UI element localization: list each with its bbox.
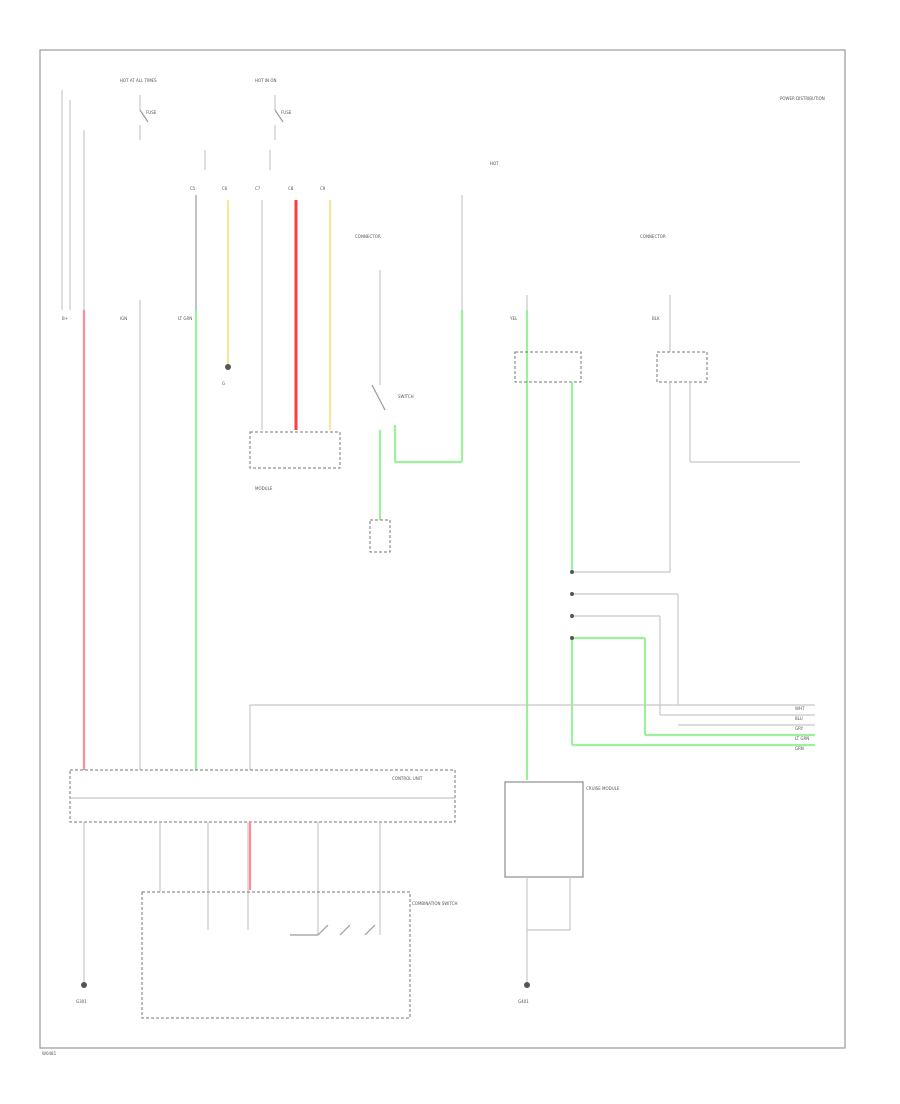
relay-box-2 bbox=[656, 351, 708, 383]
svg-text:C8: C8 bbox=[288, 186, 294, 191]
combination-switch-label: COMBINATION SWITCH bbox=[412, 901, 457, 906]
svg-text:GRY: GRY bbox=[795, 726, 804, 731]
fuse-mid: FUSE bbox=[274, 95, 292, 140]
center-module-label: MODULE bbox=[255, 486, 273, 491]
brake-switch-label: SWITCH bbox=[398, 394, 414, 399]
center-module-box bbox=[249, 431, 341, 469]
svg-text:LT GRN: LT GRN bbox=[795, 736, 809, 741]
ground-left-label: G301 bbox=[76, 999, 87, 1004]
ground-right-label: G401 bbox=[518, 999, 529, 1004]
combination-switch-box bbox=[141, 891, 411, 1019]
control-unit-box bbox=[69, 769, 456, 823]
label-power-distribution: POWER DISTRIBUTION bbox=[780, 96, 825, 101]
svg-text:BLK: BLK bbox=[652, 316, 660, 321]
svg-text:YEL: YEL bbox=[509, 316, 518, 321]
footer-code: W0481 bbox=[42, 1051, 57, 1056]
fuse-left: FUSE bbox=[139, 95, 157, 140]
svg-text:C9: C9 bbox=[320, 186, 326, 191]
svg-text:BLU: BLU bbox=[795, 716, 803, 721]
svg-text:WHT: WHT bbox=[795, 706, 805, 711]
label-connector-mid: CONNECTOR bbox=[355, 234, 381, 239]
svg-text:C7: C7 bbox=[255, 186, 261, 191]
cruise-module-box bbox=[504, 781, 584, 878]
svg-text:G: G bbox=[222, 381, 225, 386]
label-hot-mid: HOT bbox=[490, 161, 499, 166]
control-unit-label: CONTROL UNIT bbox=[392, 776, 423, 781]
cruise-module-label: CRUISE MODULE bbox=[586, 786, 620, 791]
svg-text:B+: B+ bbox=[62, 316, 68, 321]
fuse-left-label: FUSE bbox=[146, 110, 157, 115]
svg-text:LT GRN: LT GRN bbox=[178, 316, 192, 321]
relay-box-1 bbox=[514, 351, 582, 383]
diagram-frame bbox=[39, 49, 846, 1049]
fuse-mid-label: FUSE bbox=[281, 110, 292, 115]
svg-text:C5: C5 bbox=[190, 186, 196, 191]
svg-text:IGN: IGN bbox=[120, 316, 127, 321]
svg-text:C6: C6 bbox=[222, 186, 228, 191]
label-hot-in-on: HOT IN ON bbox=[255, 78, 276, 83]
svg-text:GRN: GRN bbox=[795, 746, 804, 751]
label-connector-right: CONNECTOR bbox=[640, 234, 666, 239]
label-hot-at-all-times: HOT AT ALL TIMES bbox=[120, 78, 157, 83]
